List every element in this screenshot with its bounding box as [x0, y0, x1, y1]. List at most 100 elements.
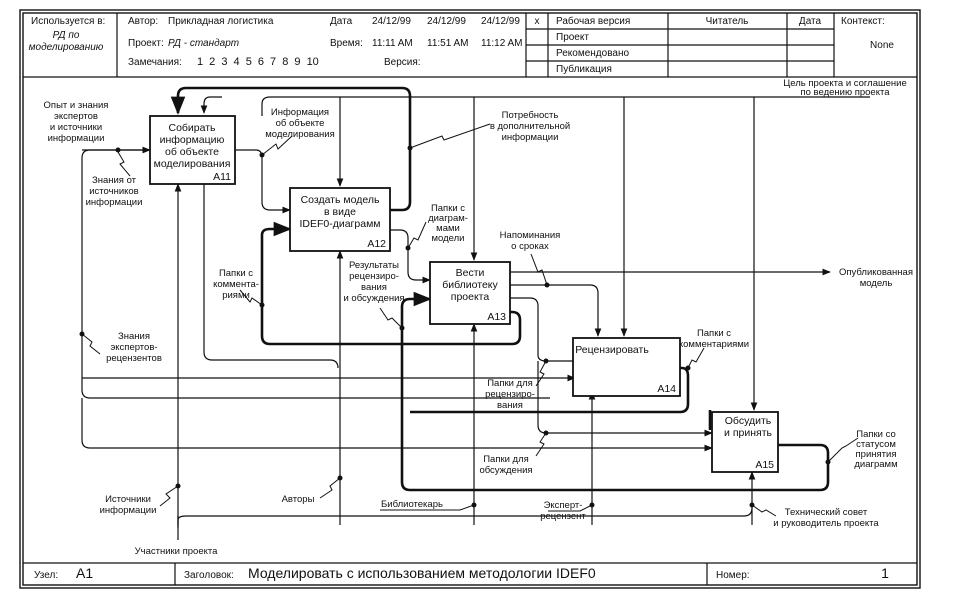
svg-text:в дополнительной: в дополнительной [490, 121, 570, 132]
activity-box-a12[interactable]: Создать модель в виде IDEF0-диаграмм A12 [289, 187, 391, 252]
a12-line-2: в виде [324, 206, 356, 218]
node-value: A1 [76, 565, 93, 581]
svg-text:экспертов: экспертов [54, 111, 98, 122]
svg-text:и источники: и источники [50, 122, 102, 133]
number-label: Номер: [716, 570, 750, 581]
leader-status-folders [827, 437, 859, 463]
date-label: Дата [330, 16, 353, 27]
arrow-control-a11 [261, 96, 640, 116]
arrow-reminders-a14 [500, 284, 602, 337]
label-published: Опубликованная модель [839, 267, 913, 289]
leader-librarian [380, 504, 475, 511]
header-block [23, 13, 917, 78]
notes-label: Замечания: [128, 57, 182, 68]
a12-line-1: Создать модель [301, 194, 380, 206]
svg-text:диаграмм: диаграмм [854, 459, 897, 470]
leader-tech-council [751, 504, 777, 517]
svg-text:модель: модель [860, 278, 893, 289]
activity-box-a15[interactable]: Обсудить и принять A15 [711, 411, 779, 473]
arrow-a12-a13 [390, 229, 431, 284]
svg-text:информации: информации [100, 505, 157, 516]
a15-line-2: и принять [724, 427, 772, 439]
author-value: Прикладная логистика [168, 16, 274, 27]
leader-object-info [261, 135, 293, 156]
date-1: 24/12/99 [372, 16, 411, 27]
svg-text:риями: риями [222, 290, 250, 301]
a15-id: A15 [755, 459, 774, 471]
label-review-results: Результаты рецензиро- вания и обсуждения [343, 260, 404, 304]
label-authors: Авторы [282, 494, 315, 505]
leader-discussion-folders [535, 432, 547, 457]
status-working-version: Рабочая версия [556, 15, 630, 27]
svg-text:источников: источников [89, 186, 138, 197]
time-2: 11:51 AM [427, 38, 469, 49]
svg-text:Информация: Информация [271, 107, 329, 118]
leader-review-folders [535, 360, 547, 387]
activity-box-a13[interactable]: Вести библиотеку проекта A13 [429, 261, 511, 325]
date-2: 24/12/99 [427, 16, 466, 27]
working-version-mark: x [535, 16, 540, 27]
arrow-expert-knowledge-a15 [81, 398, 713, 452]
a13-line-1: Вести [456, 267, 485, 279]
svg-text:мами: мами [436, 223, 460, 234]
svg-text:информации: информации [86, 197, 143, 208]
arrow-a11-a12 [235, 149, 291, 214]
arrow-participants-bus [177, 507, 753, 528]
label-expert-reviewer: Эксперт- рецензент [540, 500, 586, 522]
svg-text:Источники: Источники [105, 494, 151, 505]
a13-line-3: проекта [451, 291, 490, 303]
label-review-folders: Папки для рецензиро- вания [485, 378, 535, 411]
svg-text:и руководитель проекта: и руководитель проекта [773, 518, 879, 529]
number-value: 1 [881, 565, 889, 581]
svg-text:вания: вания [361, 282, 387, 293]
svg-text:коммента-: коммента- [213, 279, 259, 290]
leader-info-sources [159, 485, 179, 507]
reader-label: Читатель [706, 16, 749, 27]
label-expert-knowledge: Знания экспертов- рецензентов [106, 331, 162, 364]
leader-source-knowledge [117, 151, 131, 177]
svg-text:рецензентов: рецензентов [106, 353, 162, 364]
author-label: Автор: [128, 16, 158, 27]
svg-text:Опубликованная: Опубликованная [839, 267, 913, 278]
a11-line-4: моделирования [154, 158, 231, 170]
label-tech-council: Технический совет и руководитель проекта [773, 507, 879, 529]
inner-frame [22, 12, 918, 586]
svg-text:и обсуждения: и обсуждения [343, 293, 404, 304]
label-need-info: Потребность в дополнительной информации [490, 110, 570, 143]
svg-text:Знания: Знания [118, 331, 150, 342]
arrow-feedback-a12-a11 [170, 86, 412, 212]
title-label: Заголовок: [184, 570, 234, 581]
leader-diagram-folders [407, 221, 427, 249]
label-diagram-folders: Папки с диаграм- мами модели [428, 203, 468, 244]
leader-need-info [409, 123, 491, 149]
activity-box-a11[interactable]: Собирать информацию об объекте моделиров… [149, 115, 236, 185]
a13-line-2: библиотеку [442, 279, 498, 291]
svg-text:комментариями: комментариями [679, 339, 749, 350]
arrow-comments-a12 [260, 221, 522, 346]
svg-text:рецензиро-: рецензиро- [485, 389, 535, 400]
arrow-comments-return [203, 184, 339, 369]
svg-text:по ведению проекта: по ведению проекта [800, 87, 890, 98]
svg-text:Потребность: Потребность [502, 110, 559, 121]
status-publication: Публикация [556, 63, 612, 75]
svg-text:информации: информации [502, 132, 559, 143]
svg-text:Технический совет: Технический совет [785, 507, 868, 518]
time-3: 11:12 AM [481, 38, 523, 49]
svg-text:Результаты: Результаты [349, 260, 399, 271]
project-value: РД - стандарт [168, 38, 239, 49]
label-object-info: Информация об объекте моделирования [265, 107, 334, 140]
label-discussion-folders: Папки для обсуждения [479, 454, 532, 476]
time-label: Время: [330, 38, 363, 49]
used-in-label: Используется в: [31, 16, 105, 27]
activity-box-a14[interactable]: Рецензировать A14 [572, 337, 681, 397]
footer-block [23, 562, 917, 585]
notes-values: 1 2 3 4 5 6 7 8 9 10 [197, 56, 319, 68]
svg-text:Папки с: Папки с [697, 328, 731, 339]
a12-line-3: IDEF0-диаграмм [299, 218, 380, 230]
label-status-folders: Папки со статусом принятия диаграмм [854, 429, 897, 470]
svg-text:о сроках: о сроках [511, 241, 549, 252]
svg-text:Авторы: Авторы [282, 494, 315, 505]
svg-text:Папки с: Папки с [431, 203, 465, 214]
svg-text:модели: модели [432, 233, 465, 244]
svg-text:моделирования: моделирования [265, 129, 334, 140]
